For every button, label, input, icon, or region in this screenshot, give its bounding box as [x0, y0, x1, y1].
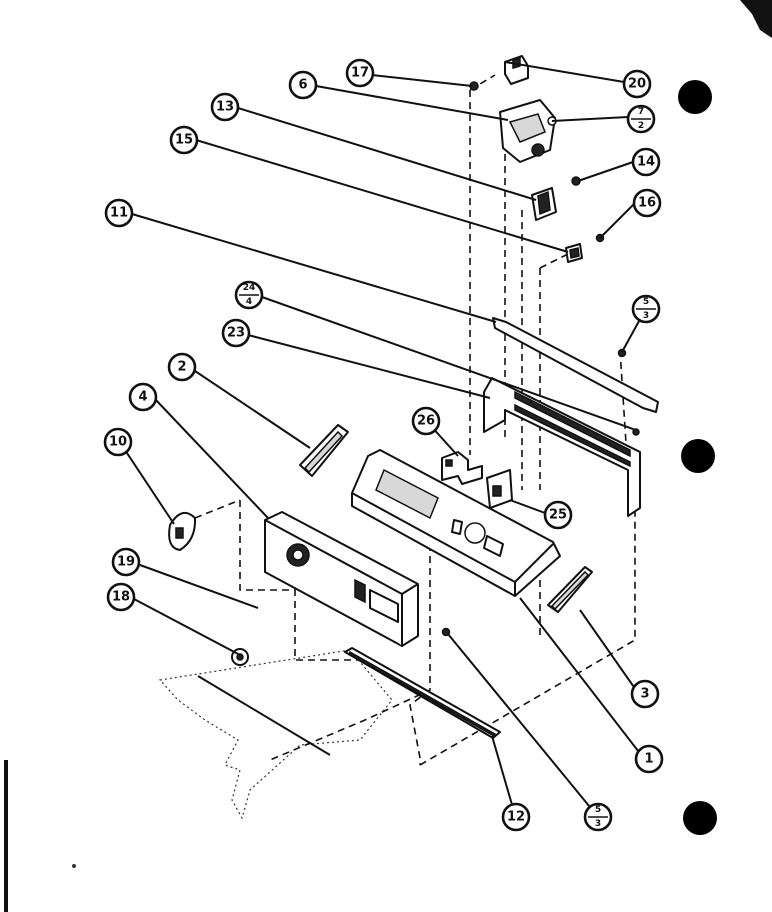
scan-speck — [72, 864, 76, 868]
svg-text:12: 12 — [507, 810, 525, 825]
svg-text:13: 13 — [216, 100, 234, 115]
part-12-trim-strip — [344, 647, 501, 739]
svg-text:15: 15 — [175, 133, 193, 148]
part-25-bracket — [486, 469, 513, 509]
svg-text:24: 24 — [243, 283, 256, 293]
callout-23: 23 — [221, 318, 251, 348]
svg-text:26: 26 — [417, 414, 435, 429]
part-23-back-panel — [483, 377, 641, 517]
part-26-bracket — [441, 451, 483, 485]
callout-5-3-bottom: 53 — [583, 802, 613, 832]
part-15-clip — [565, 243, 583, 263]
callout-16: 16 — [632, 188, 662, 218]
callout-1: 1 — [634, 744, 664, 774]
leader-lines — [120, 61, 645, 816]
part-13-bracket — [531, 187, 557, 221]
binder-hole-top — [678, 80, 712, 114]
binder-hole-bottom — [683, 801, 717, 835]
part-4-control-panel — [264, 511, 419, 647]
callout-6: 6 — [288, 70, 318, 100]
binder-hole-middle — [681, 439, 715, 473]
callout-13: 13 — [210, 92, 240, 122]
svg-text:5: 5 — [595, 805, 601, 815]
callout-11: 11 — [104, 198, 134, 228]
part-2-end-cap — [299, 424, 349, 477]
callout-24-4: 244 — [234, 280, 264, 310]
svg-text:23: 23 — [227, 326, 245, 341]
callout-7-2: 72 — [626, 104, 656, 134]
svg-text:11: 11 — [110, 206, 128, 221]
part-1-console — [351, 449, 561, 597]
svg-text:3: 3 — [643, 311, 649, 321]
svg-text:10: 10 — [109, 435, 127, 450]
part-10-knob — [168, 511, 197, 551]
part-11-top-trim — [492, 317, 659, 413]
svg-text:16: 16 — [638, 196, 656, 211]
part-20-switch — [504, 55, 529, 85]
svg-text:4: 4 — [246, 297, 252, 307]
svg-text:3: 3 — [595, 819, 601, 829]
scan-edge-top-right — [740, 0, 772, 38]
svg-text:5: 5 — [643, 297, 649, 307]
callout-17: 17 — [345, 58, 375, 88]
svg-text:20: 20 — [628, 77, 646, 92]
svg-text:7: 7 — [638, 107, 644, 117]
part-3-end-cap — [547, 566, 593, 613]
svg-text:14: 14 — [637, 155, 655, 170]
svg-text:2: 2 — [177, 360, 186, 375]
callout-10: 10 — [103, 427, 133, 457]
svg-text:4: 4 — [138, 390, 147, 405]
svg-text:6: 6 — [298, 78, 307, 93]
callout-19: 19 — [111, 547, 141, 577]
callout-5-3-top: 53 — [631, 294, 661, 324]
svg-text:1: 1 — [644, 752, 653, 767]
part-5-screw-bottom — [441, 627, 451, 637]
svg-text:17: 17 — [351, 66, 369, 81]
part-6-timer — [499, 99, 557, 163]
assembly-dashed-lines — [194, 74, 636, 766]
svg-text:2: 2 — [638, 121, 644, 131]
callout-2: 2 — [167, 352, 197, 382]
callout-25: 25 — [543, 500, 573, 530]
svg-text:18: 18 — [112, 590, 130, 605]
svg-text:25: 25 — [549, 508, 567, 523]
callout-4: 4 — [128, 382, 158, 412]
svg-text:3: 3 — [640, 687, 649, 702]
cabinet-top-outline — [158, 649, 393, 820]
part-5-screw-top — [617, 348, 627, 358]
callout-20: 20 — [622, 69, 652, 99]
callout-15: 15 — [169, 125, 199, 155]
callout-26: 26 — [411, 406, 441, 436]
callout-12: 12 — [501, 802, 531, 832]
callout-18: 18 — [106, 582, 136, 612]
svg-text:19: 19 — [117, 555, 135, 570]
callout-14: 14 — [631, 147, 661, 177]
callout-3: 3 — [630, 679, 660, 709]
